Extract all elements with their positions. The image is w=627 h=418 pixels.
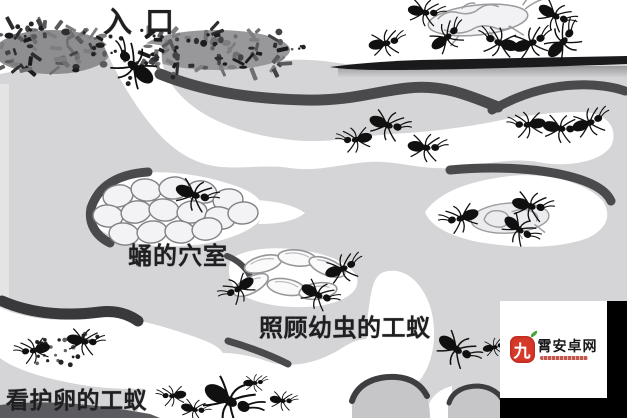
watermark-site-name: 霄安卓网 (537, 337, 598, 354)
pupae-chamber-tail (256, 200, 305, 224)
ribbon-layer (0, 68, 627, 368)
soil-highlight (0, 84, 9, 314)
larva (243, 254, 283, 274)
watermark-subtext-bar (539, 356, 588, 361)
leaf-icon (529, 330, 538, 338)
letterbox-bottom (500, 398, 627, 418)
bottom-gap (425, 386, 452, 418)
letterbox-right (607, 301, 627, 418)
surface-line (330, 56, 627, 70)
label-entrance: 入口 (103, 7, 188, 39)
bottom-gallery (136, 338, 390, 418)
main-gallery (104, 43, 614, 170)
mound-debris (0, 16, 293, 81)
label-pupae-chamber: 蛹的穴室 (128, 243, 228, 270)
pupae-pile (92, 176, 259, 246)
watermark: 九 霄安卓网 (500, 301, 607, 398)
label-egg-workers: 看护卵的工蚁 (6, 387, 147, 413)
rock-layer (0, 373, 506, 418)
watermark-seal: 九 (509, 330, 538, 363)
label-larvae-workers: 照顾幼虫的工蚁 (259, 315, 431, 342)
pupa-cell (227, 201, 259, 225)
pupa-cell (191, 217, 223, 241)
watermark-seal-char: 九 (513, 342, 531, 361)
